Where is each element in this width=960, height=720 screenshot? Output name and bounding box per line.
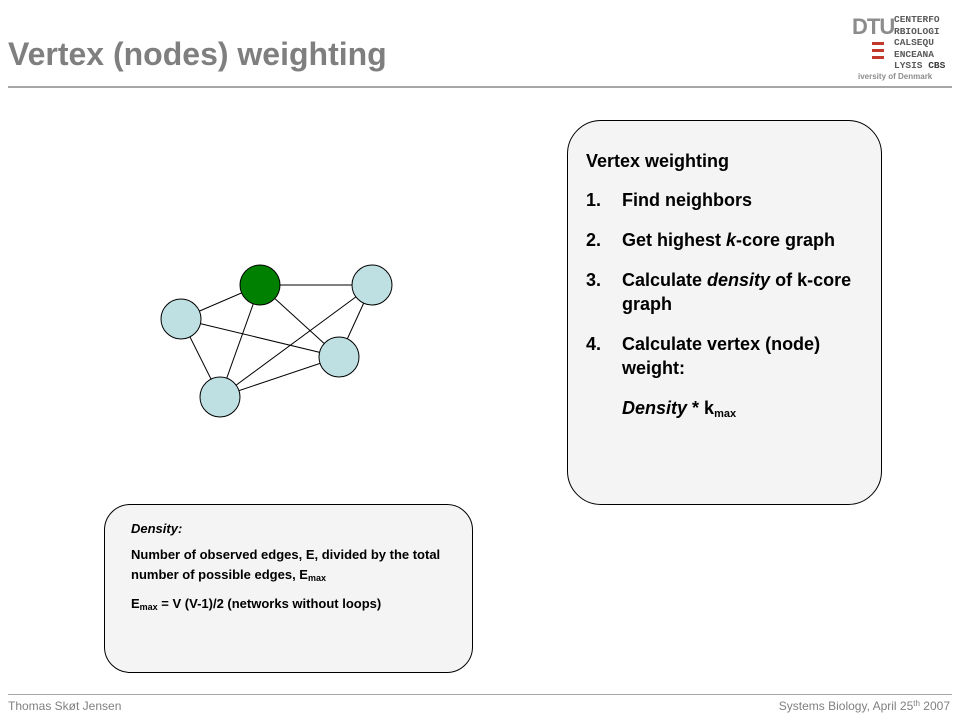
graph-edge — [219, 356, 340, 398]
network-graph — [160, 264, 393, 418]
graph-node — [318, 336, 360, 378]
step-item: 3.Calculate density of k-core graph — [586, 270, 852, 314]
logo-cbs: CBS — [928, 60, 946, 71]
graph-node — [199, 376, 241, 418]
logo-grid-line: CENTERFO — [894, 14, 940, 25]
logo-caption: iversity of Denmark — [858, 72, 933, 81]
weight-formula: Density * kmax — [622, 398, 737, 420]
graph-edge — [180, 318, 340, 358]
graph-node — [160, 298, 202, 340]
density-box: Density: Number of observed edges, E, di… — [104, 504, 473, 673]
graph-node — [351, 264, 393, 306]
logo-text-grid: CENTERFO RBIOLOGI CALSEQU ENCEANA LYSIS … — [894, 14, 945, 72]
logo-grid-line: LYSIS CBS — [894, 60, 946, 71]
step-item: 2.Get highest k-core graph — [586, 230, 836, 250]
dtu-cbs-logo: DTU CENTERFO RBIOLOGI CALSEQU ENCEANA LY… — [850, 12, 952, 88]
density-definition: Number of observed edges, E, divided by … — [131, 547, 441, 583]
title-divider — [8, 86, 952, 88]
footer-author: Thomas Skøt Jensen — [8, 699, 122, 713]
logo-bars-icon — [872, 42, 884, 63]
density-equation: Emax = V (V-1)/2 (networks without loops… — [131, 596, 382, 612]
vertex-weighting-heading: Vertex weighting — [586, 151, 730, 171]
graph-nodes — [160, 264, 393, 418]
step-item: 1.Find neighbors — [586, 190, 752, 210]
graph-edge — [219, 284, 373, 398]
logo-grid-line: ENCEANA — [894, 48, 934, 60]
footer-divider — [8, 694, 952, 695]
logo-grid-line: CALSEQU — [894, 37, 934, 48]
density-label: Density: — [131, 521, 183, 536]
vertex-weighting-steps: 1.Find neighbors 2.Get highest k-core gr… — [586, 188, 863, 380]
logo-grid-line: RBIOLOGI — [894, 25, 940, 37]
slide-title: Vertex (nodes) weighting — [8, 36, 387, 72]
footer-event: Systems Biology, April 25th 2007 — [778, 699, 950, 713]
graph-node-highlighted — [239, 264, 281, 306]
vertex-weighting-box: Vertex weighting 1.Find neighbors 2.Get … — [567, 120, 882, 505]
step-item: 4.Calculate vertex (node) weight: — [586, 334, 821, 378]
logo-dtu-text: DTU — [852, 14, 895, 39]
